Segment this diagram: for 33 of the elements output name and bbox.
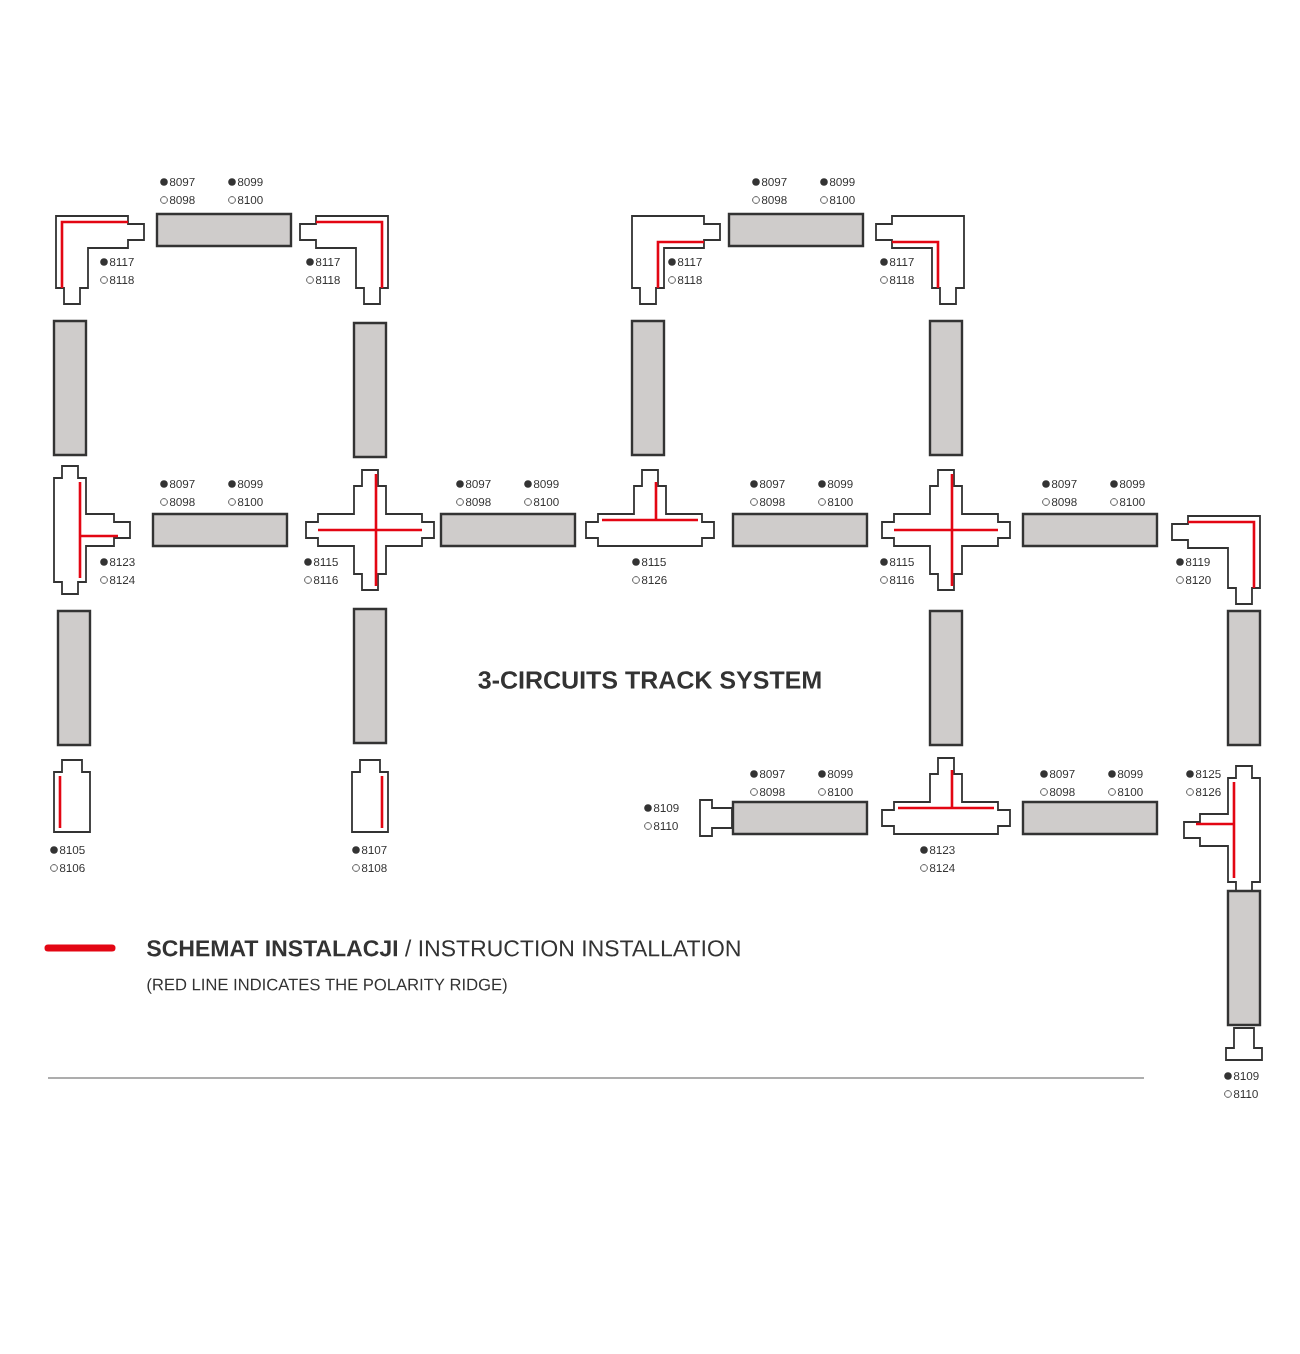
track-bar xyxy=(1021,512,1159,548)
cross-connector xyxy=(881,469,1011,591)
feed-connector xyxy=(351,759,389,833)
tee-connector xyxy=(881,757,1011,835)
track-bar xyxy=(151,512,289,548)
note: (RED LINE INDICATES THE POLARITY RIDGE) xyxy=(147,978,507,994)
corner-connector xyxy=(299,215,389,305)
title: 3-CIRCUITS TRACK SYSTEM xyxy=(478,671,821,689)
tee-connector xyxy=(53,465,131,595)
track-bar xyxy=(439,512,577,548)
end-cap xyxy=(699,799,733,837)
track-bar xyxy=(630,319,666,457)
track-bar xyxy=(352,607,388,745)
track-bar xyxy=(928,319,964,457)
track-bar xyxy=(928,609,964,747)
corner-connector xyxy=(631,215,721,305)
track-bar xyxy=(56,609,92,747)
legend-text: SCHEMAT INSTALACJI / INSTRUCTION INSTALLATION xyxy=(147,939,740,957)
cross-connector xyxy=(305,469,435,591)
track-bar xyxy=(52,319,88,457)
corner-connector xyxy=(1171,515,1261,605)
track-bar xyxy=(1021,800,1159,836)
corner-connector xyxy=(875,215,965,305)
end-cap xyxy=(1225,1027,1263,1061)
track-bar xyxy=(1226,609,1262,747)
track-bar xyxy=(731,512,869,548)
track-bar xyxy=(155,212,293,248)
track-bar xyxy=(352,321,388,459)
corner-connector xyxy=(55,215,145,305)
feed-connector xyxy=(53,759,91,833)
tee-connector xyxy=(1183,765,1261,895)
track-bar xyxy=(727,212,865,248)
tee-connector xyxy=(585,469,715,547)
